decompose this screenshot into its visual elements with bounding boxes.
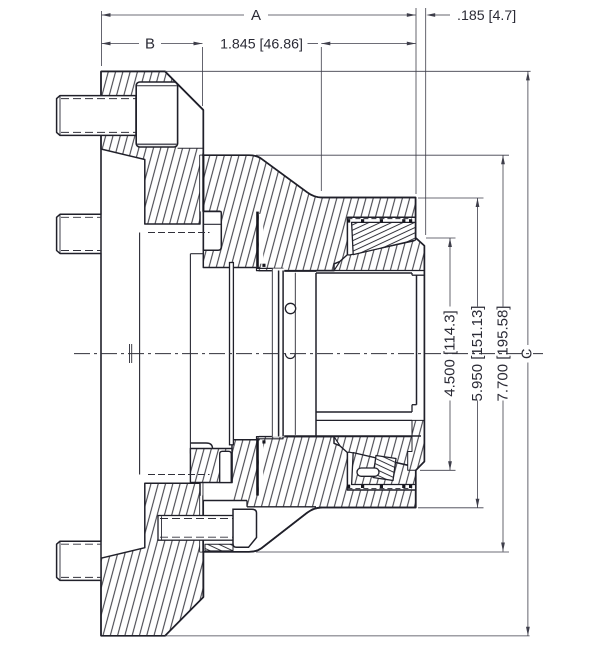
svg-text:5.950 [151.13]: 5.950 [151.13] bbox=[469, 306, 486, 402]
svg-text:1.845 [46.86]: 1.845 [46.86] bbox=[220, 36, 303, 52]
svg-text:B: B bbox=[145, 36, 155, 53]
svg-text:.185 [4.7]: .185 [4.7] bbox=[457, 8, 516, 24]
svg-text:A: A bbox=[251, 7, 261, 24]
svg-text:7.700 [195.58]: 7.700 [195.58] bbox=[495, 306, 512, 402]
svg-text:4.500 [114.3]: 4.500 [114.3] bbox=[442, 310, 459, 396]
